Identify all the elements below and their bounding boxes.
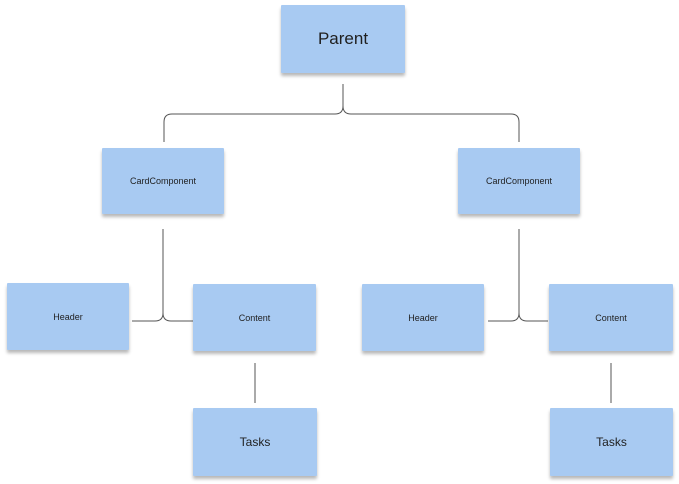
node-tasks-right-label: Tasks bbox=[596, 435, 627, 449]
node-tasks-left-label: Tasks bbox=[239, 435, 271, 449]
node-card-component-right-label: CardComponent bbox=[485, 176, 553, 186]
node-header-left-label: Header bbox=[53, 311, 83, 322]
node-card-component-left-label: CardComponent bbox=[129, 176, 197, 186]
node-card-component-right[interactable]: CardComponent bbox=[458, 148, 580, 214]
node-header-left[interactable]: Header bbox=[7, 283, 129, 350]
connector-card-right-to-children bbox=[488, 229, 548, 322]
node-content-right-label: Content bbox=[595, 312, 627, 323]
connector-parent-to-cards bbox=[163, 84, 520, 142]
node-parent-label: Parent bbox=[317, 29, 369, 48]
node-card-component-left[interactable]: CardComponent bbox=[102, 148, 224, 214]
node-parent[interactable]: Parent bbox=[281, 5, 405, 73]
connector-card-left-to-children bbox=[132, 229, 193, 322]
node-content-left-label: Content bbox=[238, 312, 271, 323]
node-tasks-right[interactable]: Tasks bbox=[550, 408, 673, 476]
node-header-right-label: Header bbox=[408, 312, 438, 323]
node-content-right[interactable]: Content bbox=[549, 284, 673, 351]
node-content-left[interactable]: Content bbox=[193, 284, 316, 351]
node-tasks-left[interactable]: Tasks bbox=[193, 408, 317, 476]
node-header-right[interactable]: Header bbox=[362, 284, 484, 351]
